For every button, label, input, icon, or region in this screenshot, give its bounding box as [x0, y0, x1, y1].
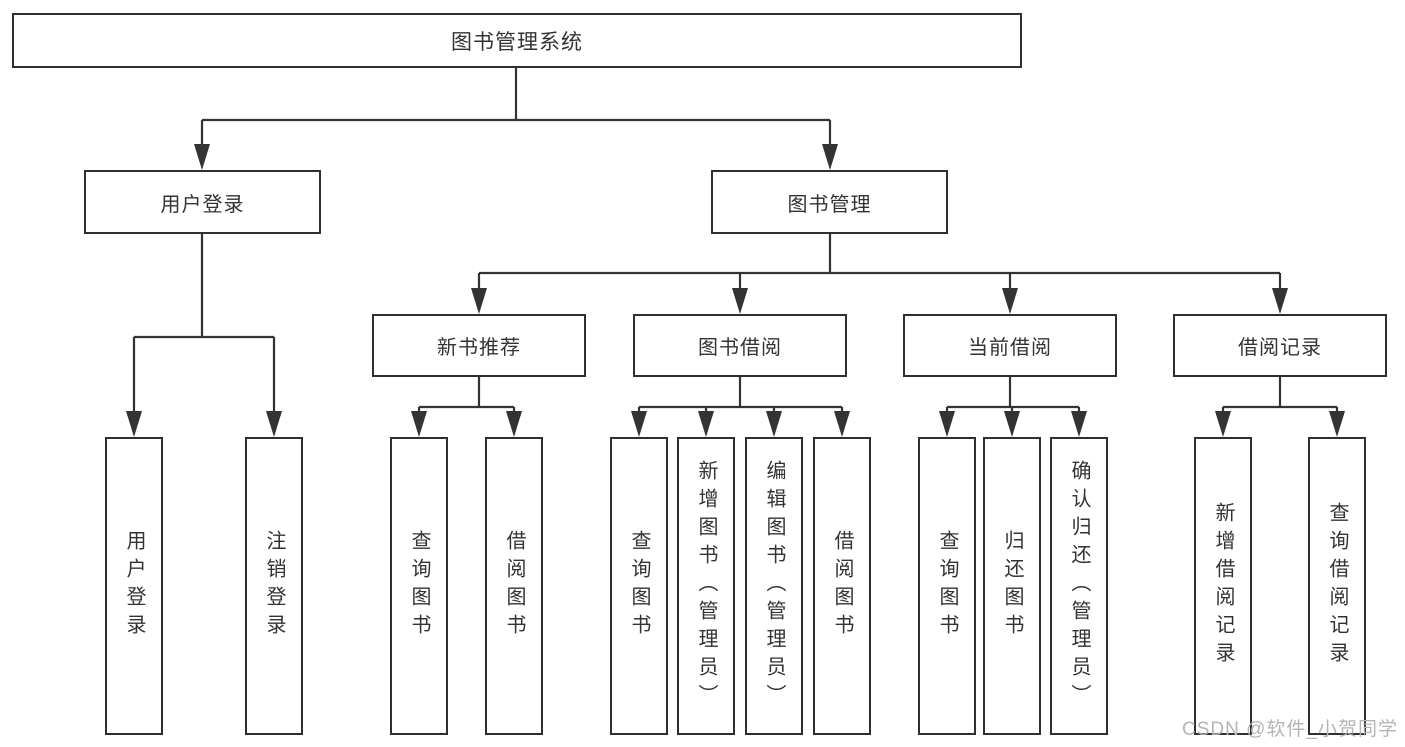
- connector-user-login-to-leaves: [132, 234, 276, 418]
- node-label: 图书管理系统: [451, 30, 583, 54]
- arrowheads-borrowing-records: [1215, 411, 1345, 437]
- node-current-borrowing: 当前借阅: [903, 314, 1117, 377]
- leaf-label: 用户登录: [123, 530, 145, 642]
- node-label: 当前借阅: [968, 337, 1052, 359]
- leaf-label: 编辑图书（管理员）: [763, 460, 785, 712]
- leaf-label: 借阅图书: [503, 530, 525, 642]
- node-book-management: 图书管理: [711, 170, 948, 234]
- csdn-watermark: CSDN @软件_小贺同学: [1182, 719, 1398, 740]
- leaf-borrow-books-borrowing: 借阅图书: [813, 437, 871, 735]
- node-book-borrowing: 图书借阅: [633, 314, 847, 377]
- node-borrowing-records: 借阅记录: [1173, 314, 1387, 377]
- node-user-login: 用户登录: [84, 170, 321, 234]
- node-label: 借阅记录: [1238, 337, 1322, 359]
- arrowheads-new-book-recommendation: [411, 411, 522, 437]
- leaf-label: 查询借阅记录: [1326, 502, 1348, 670]
- connector-new-book-recommendation-to-leaves: [417, 377, 516, 418]
- node-new-book-recommendation: 新书推荐: [372, 314, 586, 377]
- leaf-label: 查询图书: [628, 530, 650, 642]
- leaf-logout: 注销登录: [245, 437, 303, 735]
- leaf-query-books-borrowing: 查询图书: [610, 437, 668, 735]
- leaf-label: 确认归还（管理员）: [1068, 460, 1090, 712]
- arrowheads-user-login-leaves: [126, 411, 282, 437]
- arrowheads-current-borrowing: [939, 411, 1087, 437]
- leaf-edit-books-admin: 编辑图书（管理员）: [745, 437, 803, 735]
- node-label: 新书推荐: [437, 337, 521, 359]
- leaf-add-books-admin: 新增图书（管理员）: [677, 437, 735, 735]
- leaf-return-books: 归还图书: [983, 437, 1041, 735]
- leaf-add-borrow-record: 新增借阅记录: [1194, 437, 1252, 735]
- leaf-label: 归还图书: [1001, 530, 1023, 642]
- leaf-query-books-recommend: 查询图书: [390, 437, 448, 735]
- arrowheads-book-borrowing: [631, 411, 850, 437]
- node-label: 用户登录: [160, 193, 245, 216]
- leaf-label: 查询图书: [936, 530, 958, 642]
- arrowheads-level3: [471, 288, 1288, 314]
- leaf-label: 新增图书（管理员）: [695, 460, 717, 712]
- leaf-label: 查询图书: [408, 530, 430, 642]
- node-label: 图书借阅: [698, 337, 782, 359]
- arrowheads-root-to-level2: [194, 144, 838, 170]
- connector-book-management-to-level3: [477, 234, 1282, 295]
- leaf-query-borrow-record: 查询借阅记录: [1308, 437, 1366, 735]
- leaf-label: 注销登录: [263, 530, 285, 642]
- leaf-query-books-current: 查询图书: [918, 437, 976, 735]
- connector-book-borrowing-to-leaves: [637, 377, 844, 418]
- leaf-borrow-books-recommend: 借阅图书: [485, 437, 543, 735]
- leaf-label: 借阅图书: [831, 530, 853, 642]
- leaf-confirm-return-admin: 确认归还（管理员）: [1050, 437, 1108, 735]
- node-library-management-system: 图书管理系统: [12, 13, 1022, 68]
- connector-borrowing-records-to-leaves: [1221, 377, 1339, 418]
- leaf-label: 新增借阅记录: [1212, 502, 1234, 670]
- connector-root-to-level2: [200, 68, 832, 150]
- node-label: 图书管理: [787, 193, 872, 216]
- leaf-user-login: 用户登录: [105, 437, 163, 735]
